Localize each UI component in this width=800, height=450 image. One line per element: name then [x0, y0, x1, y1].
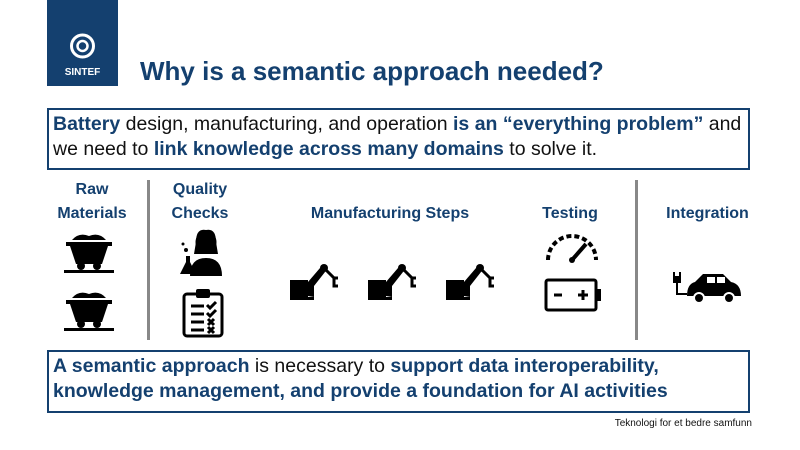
mine-cart-icon	[64, 234, 114, 273]
checklist-clipboard-icon	[182, 289, 224, 338]
mine-cart-icon	[64, 292, 114, 331]
robot-arm-icon	[368, 264, 416, 300]
divider	[147, 180, 150, 340]
header-integration: Integration	[666, 205, 749, 222]
speedometer-gauge-icon	[546, 234, 598, 263]
footer-tagline: Teknologi for et bedre samfunn	[614, 418, 752, 429]
robot-arm-icon	[446, 264, 494, 300]
page-title: Why is a semantic approach needed?	[140, 56, 604, 86]
header-manufacturing: Manufacturing Steps	[310, 205, 470, 222]
logo-text: SINTEF	[64, 67, 101, 78]
problem-statement-box: Battery design, manufacturing, and opera…	[47, 108, 750, 170]
robot-arm-icon	[290, 264, 338, 300]
scientist-icon	[180, 229, 222, 276]
divider	[635, 180, 638, 340]
conclusion-box: A semantic approach is necessary to supp…	[47, 350, 750, 413]
header-testing: Testing	[542, 205, 598, 222]
electric-car-icon	[673, 272, 741, 304]
sintef-logo: SINTEF	[47, 0, 118, 86]
battery-icon	[544, 278, 601, 312]
